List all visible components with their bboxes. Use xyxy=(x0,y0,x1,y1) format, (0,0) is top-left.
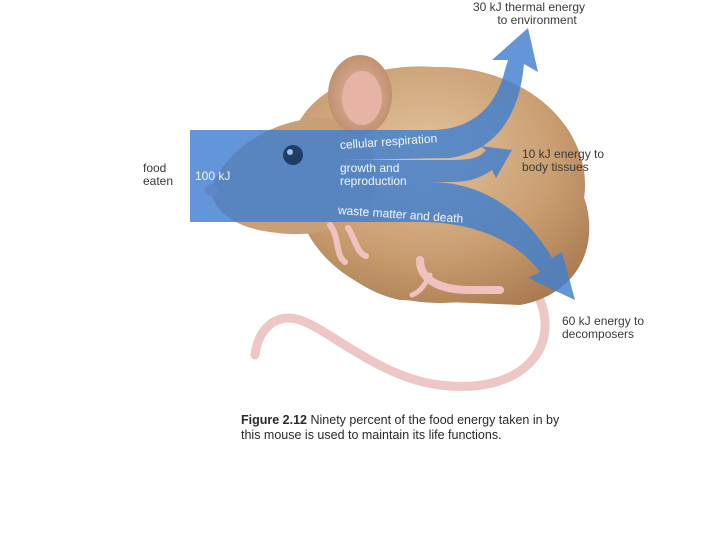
thermal-arrow xyxy=(340,28,538,160)
mouse-eye xyxy=(283,145,303,165)
caption-text-line1: Ninety percent of the food energy taken … xyxy=(310,413,560,427)
growth-label: growth and reproduction xyxy=(340,161,407,188)
decomposers-output-label: 60 kJ energy to decomposers xyxy=(562,314,645,341)
input-energy-label: 100 kJ xyxy=(195,169,231,183)
mouse-tail xyxy=(250,295,550,391)
figure-caption: Figure 2.12 Ninety percent of the food e… xyxy=(241,413,571,443)
thermal-output-label: 30 kJ thermal energy to environment xyxy=(473,0,586,27)
decomposers-arrow xyxy=(340,182,575,300)
tissues-arrow xyxy=(340,146,512,182)
food-eaten-label: food eaten xyxy=(143,161,174,188)
tissues-output-label: 10 kJ energy to body tissues xyxy=(522,147,605,174)
figure-number: Figure 2.12 xyxy=(241,413,307,427)
caption-text-line2: this mouse is used to maintain its life … xyxy=(241,428,502,442)
